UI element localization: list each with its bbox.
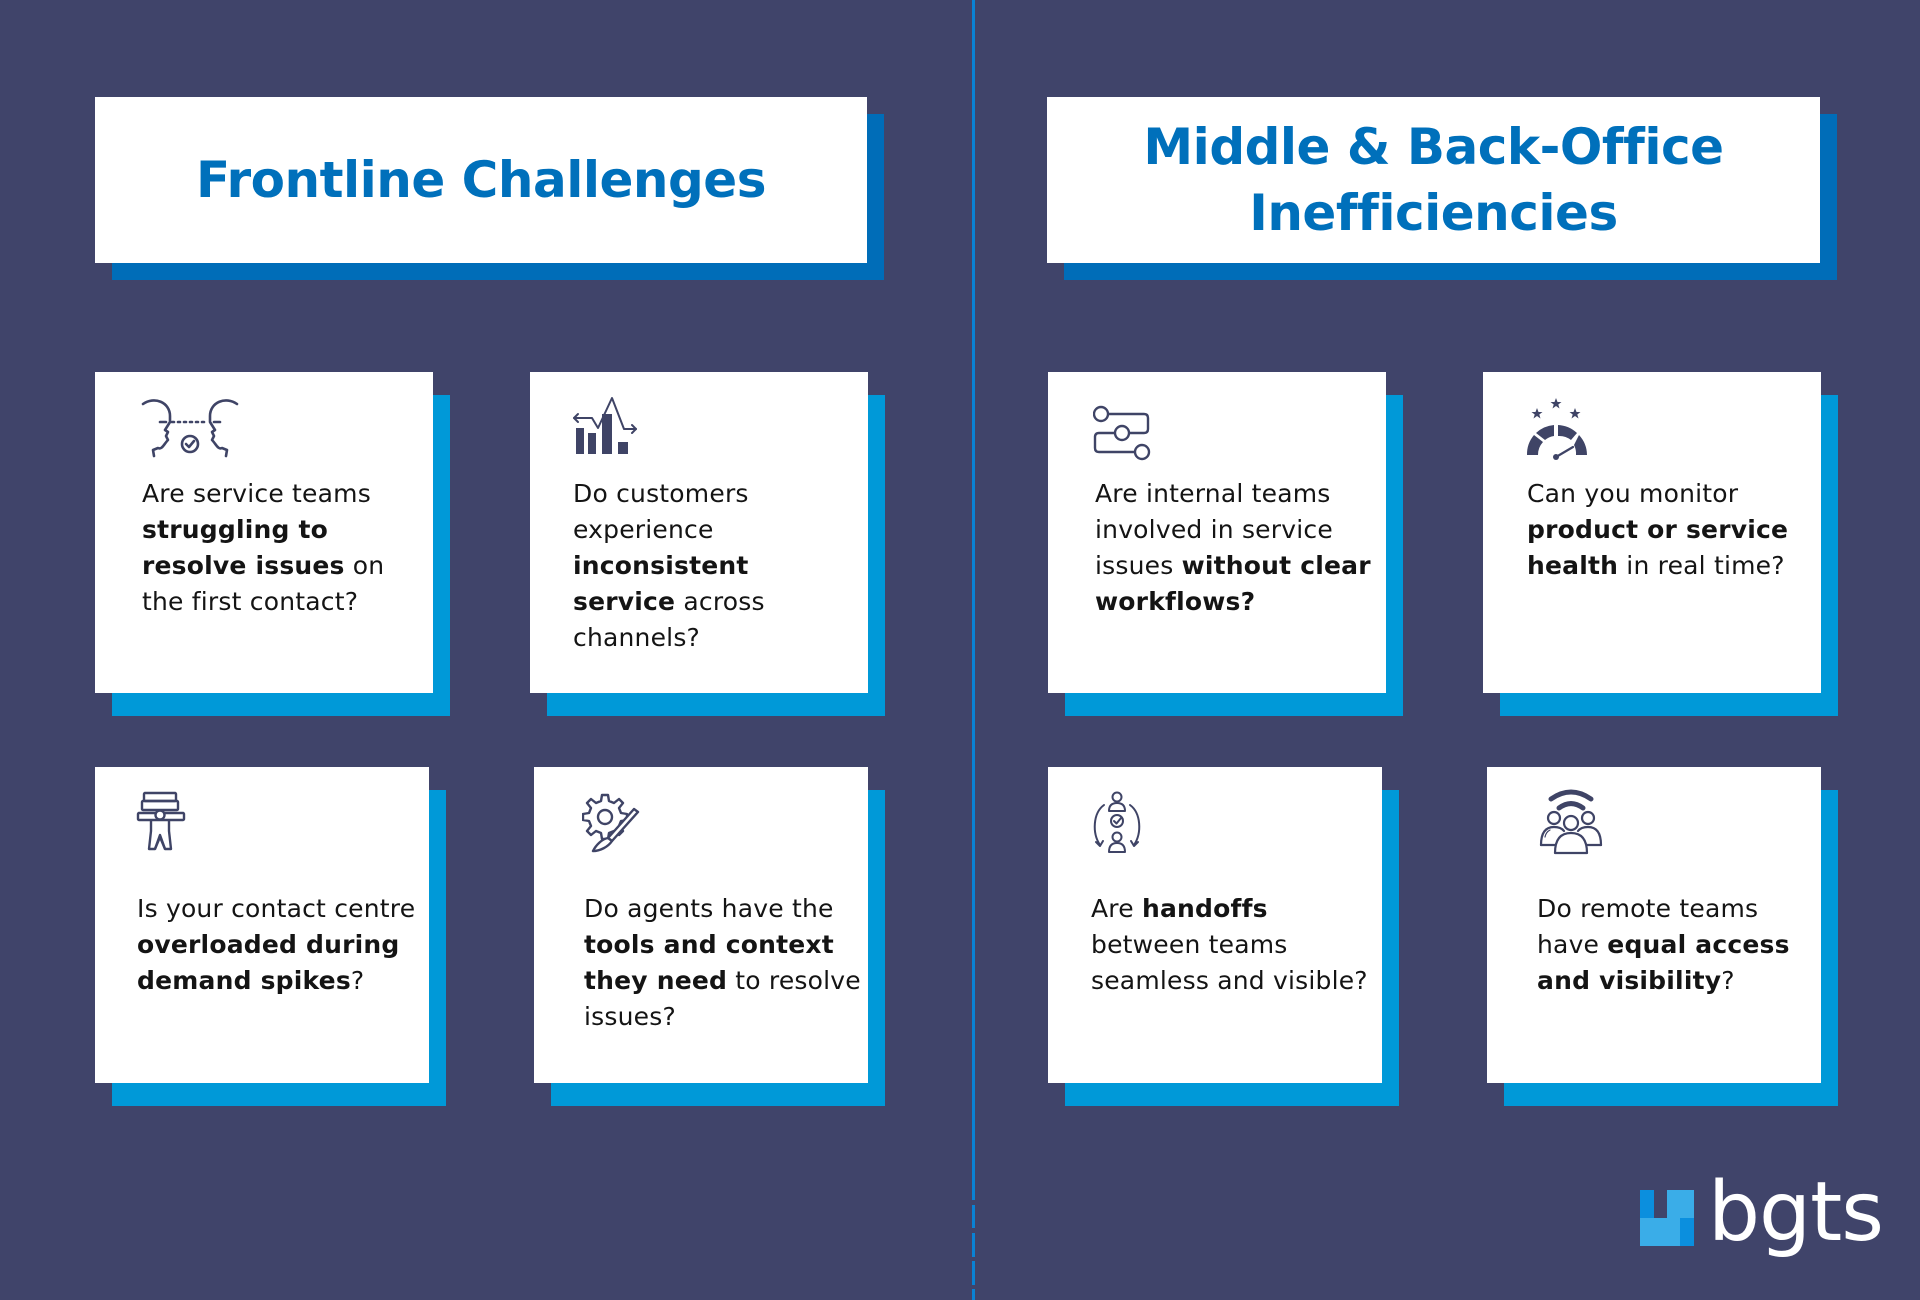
inefficiency-card-handoffs: Are handoffs between teams seamless and … <box>1048 767 1382 1083</box>
challenge-card-first-contact: Are service teams struggling to resolve … <box>95 372 433 693</box>
card-text-regular: between teams seamless and visible? <box>1091 930 1368 995</box>
inconsistent-chart-icon <box>573 397 637 454</box>
card-text: Are internal teams involved in service i… <box>1095 476 1380 620</box>
handoff-cycle-icon <box>1093 791 1141 853</box>
card-text: Do agents have the tools and context the… <box>584 891 864 1035</box>
card-text: Can you monitor product or service healt… <box>1527 476 1812 584</box>
bgts-logo: bgts <box>1640 1172 1884 1258</box>
backoffice-title-line-1: Middle & Back-Office <box>1143 118 1724 176</box>
center-divider-dash <box>972 1233 975 1257</box>
card-text-regular: Are service teams <box>142 479 371 508</box>
gear-brush-icon <box>582 793 640 853</box>
card-text: Are service teams struggling to resolve … <box>142 476 412 620</box>
challenge-card-inconsistent-service: Do customers experience inconsistent ser… <box>530 372 868 693</box>
card-text: Is your contact centre overloaded during… <box>137 891 417 999</box>
card-text-bold: tools and context they need <box>584 930 834 995</box>
frontline-title: Frontline Challenges <box>196 151 766 209</box>
card-text-regular: Do remote teams have <box>1537 894 1759 959</box>
card-text-regular: Do customers experience <box>573 479 749 544</box>
card-text-regular: Can you monitor <box>1527 479 1739 508</box>
card-text-regular: Are <box>1091 894 1142 923</box>
bgts-logo-mark-icon <box>1640 1190 1694 1246</box>
card-text-regular: ? <box>1721 966 1735 995</box>
card-text-bold: inconsistent service <box>573 551 749 616</box>
face-to-face-check-icon <box>141 399 239 458</box>
card-text-bold: handoffs <box>1141 894 1268 923</box>
card-text-bold: without clear workflows? <box>1095 551 1371 616</box>
remote-team-wifi-icon <box>1539 789 1603 855</box>
backoffice-title-line-2: Inefficiencies <box>1249 184 1618 242</box>
card-text-regular: in real time? <box>1618 551 1785 580</box>
center-divider-dash <box>972 1205 975 1228</box>
challenge-card-overloaded-centre: Is your contact centre overloaded during… <box>95 767 429 1083</box>
center-divider <box>972 0 975 1200</box>
inefficiency-card-remote-teams: Do remote teams have equal access and vi… <box>1487 767 1821 1083</box>
card-text: Are handoffs between teams seamless and … <box>1091 891 1371 999</box>
card-text-regular: ? <box>350 966 365 995</box>
card-text: Do customers experience inconsistent ser… <box>573 476 853 656</box>
card-text-regular: Are internal teams involved in service i… <box>1095 479 1333 580</box>
overloaded-person-icon <box>136 791 186 851</box>
challenge-card-agent-tools: Do agents have the tools and context the… <box>534 767 868 1083</box>
workflow-nodes-icon <box>1093 405 1151 461</box>
card-text-regular: to resolve issues? <box>584 966 861 1031</box>
card-text: Do remote teams have equal access and vi… <box>1537 891 1807 999</box>
gauge-stars-icon <box>1526 398 1587 460</box>
backoffice-title-box: Middle & Back-Office Inefficiencies <box>1047 97 1820 263</box>
card-text-regular: on the first contact? <box>142 551 385 616</box>
card-text-regular: Is your contact centre <box>137 894 416 923</box>
card-text-regular: Do agents have the <box>584 894 834 923</box>
card-text-bold: product or service health <box>1527 515 1789 580</box>
frontline-title-box: Frontline Challenges <box>95 97 867 263</box>
center-divider-dash <box>972 1289 975 1300</box>
card-text-bold: struggling to resolve issues <box>142 515 345 580</box>
inefficiency-card-monitoring: Can you monitor product or service healt… <box>1483 372 1821 693</box>
backoffice-title: Middle & Back-Office Inefficiencies <box>1143 114 1724 246</box>
card-text-bold: equal access and visibility <box>1537 930 1790 995</box>
card-text-regular: across channels? <box>573 587 765 652</box>
bgts-logo-text: bgts <box>1708 1165 1884 1260</box>
center-divider-dash <box>972 1261 975 1285</box>
card-text-bold: overloaded during demand spikes <box>137 930 400 995</box>
inefficiency-card-workflows: Are internal teams involved in service i… <box>1048 372 1386 693</box>
